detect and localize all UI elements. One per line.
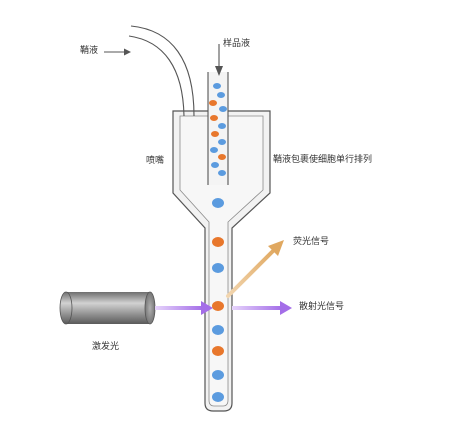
sheath-flow-lines [128, 25, 195, 117]
sample-fluid-label: 样品液 [223, 39, 251, 49]
cell-blue [218, 139, 226, 145]
cell-blue [210, 147, 218, 153]
sample-injection-tube [207, 72, 229, 185]
cell-orange [209, 100, 217, 106]
sheath-fluid-label: 鞘液 [80, 46, 99, 56]
excitation-light-label: 激发光 [92, 342, 120, 352]
cell-blue [213, 83, 221, 89]
scatter-signal-label: 散射光信号 [299, 302, 345, 312]
cell-blue [212, 370, 224, 380]
fluorescence-signal-label: 荧光信号 [293, 237, 330, 247]
sample-arrow-icon [215, 44, 223, 76]
cell-orange [210, 115, 218, 121]
nozzle-label: 喷嘴 [146, 156, 165, 166]
cells-in-tube [209, 83, 227, 176]
cell-orange [211, 131, 219, 137]
fluorescence-arrow-icon [226, 240, 284, 298]
cell-blue [212, 198, 224, 208]
sheath-wrap-label: 鞘液包裹使细胞单行排列 [273, 155, 373, 165]
cell-blue [217, 92, 225, 98]
sheath-arrow-icon [104, 48, 131, 56]
cell-blue [218, 170, 226, 176]
cell-blue [212, 263, 224, 273]
cell-blue [218, 123, 226, 129]
cell-blue [212, 325, 224, 335]
cell-blue [212, 392, 224, 402]
cell-orange-interrogation [212, 301, 224, 311]
cell-blue [211, 162, 219, 168]
scatter-light-arrow-icon [232, 301, 292, 315]
excitation-beam-arrow-icon [155, 301, 213, 315]
cell-orange [218, 154, 226, 160]
nozzle-chamber [172, 110, 271, 412]
cell-orange [212, 237, 224, 247]
cell-blue [219, 106, 227, 112]
cells-in-stream [212, 198, 224, 402]
laser-cylinder-icon [59, 291, 156, 325]
cell-orange [212, 346, 224, 356]
